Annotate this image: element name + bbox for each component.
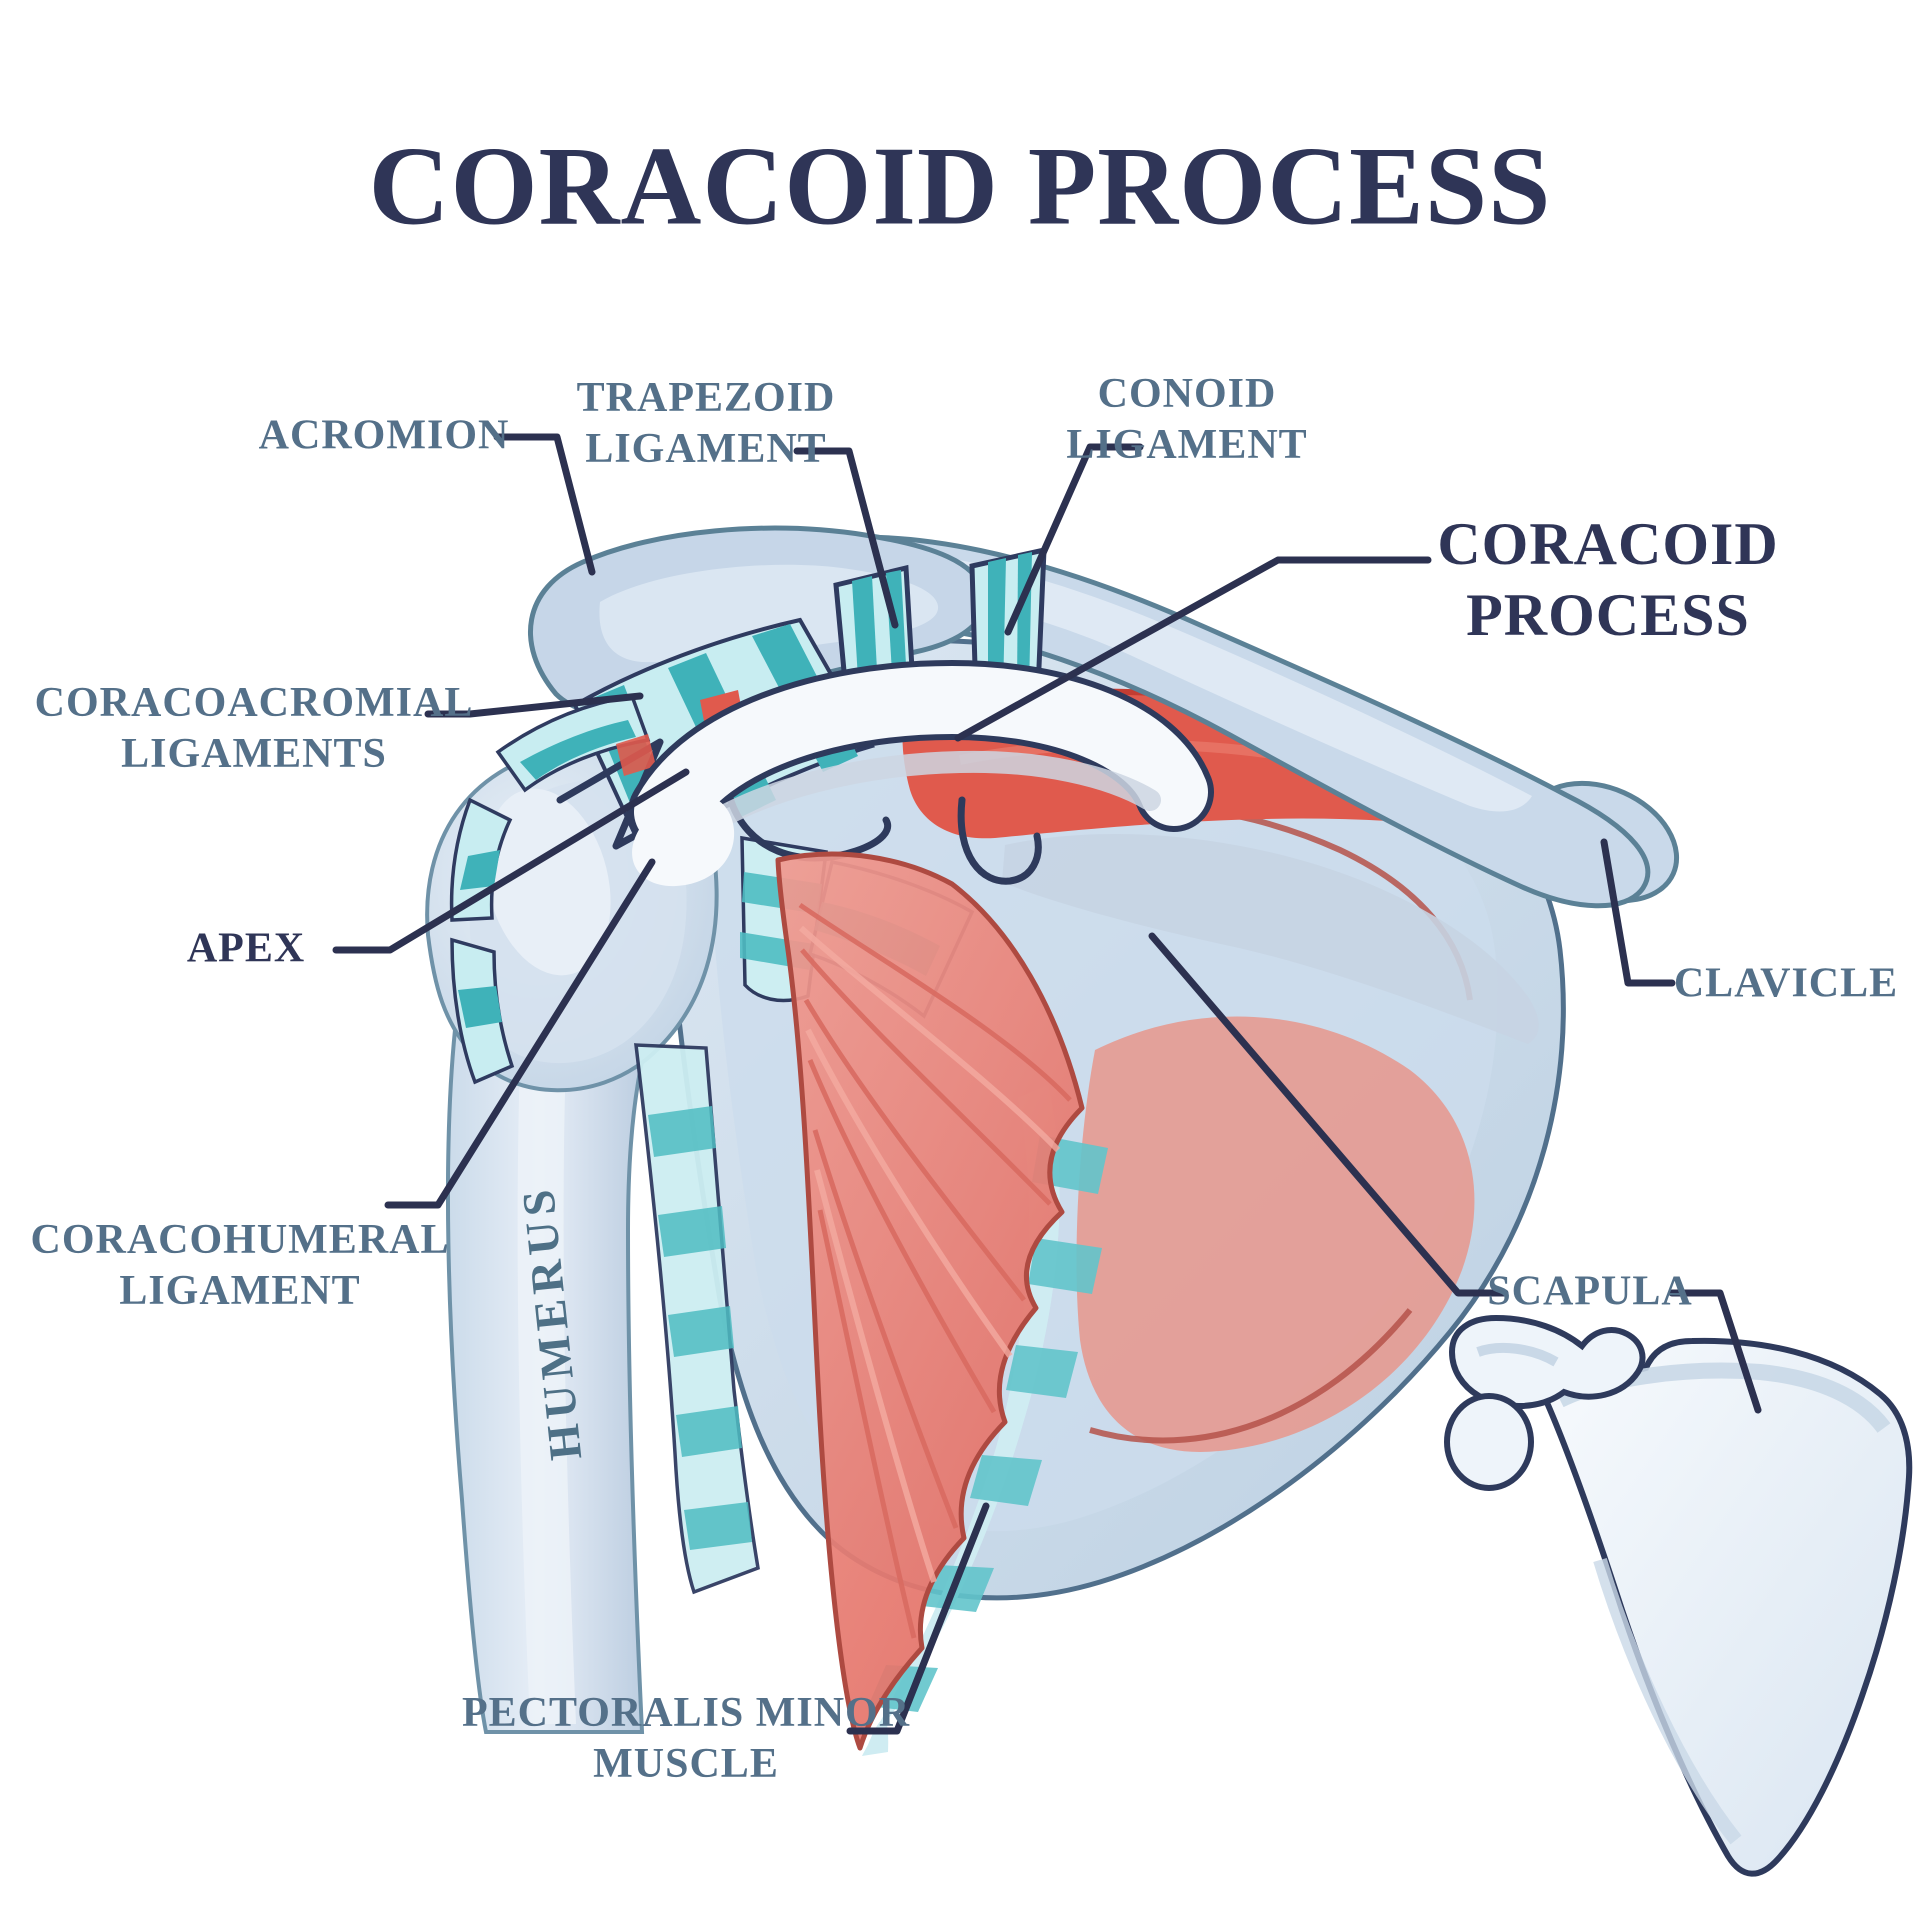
leader-clavicle <box>1600 838 1676 987</box>
pectoralis-minor-muscle-shape <box>775 851 1085 1751</box>
leader-coracoid-process <box>954 556 1432 742</box>
label-apex: APEX <box>186 925 306 972</box>
leader-lines <box>332 433 1762 1735</box>
label-pectoralis-minor-muscle: PECTORALIS MINOR MUSCLE <box>461 1689 911 1787</box>
leader-acromion <box>493 433 596 576</box>
leader-apex <box>332 768 690 954</box>
leader-coracoacromial-ligaments <box>424 692 644 718</box>
scapula-inset <box>1444 1314 1913 1877</box>
shaft-tendon-band <box>634 1043 760 1595</box>
leader-trapezoid-ligament <box>793 447 899 629</box>
label-coracohumeral-ligament: CORACOHUMERAL LIGAMENT <box>30 1216 450 1314</box>
label-trapezoid-ligament: TRAPEZOID LIGAMENT <box>576 374 836 472</box>
label-scapula: SCAPULA <box>1487 1268 1693 1315</box>
leader-scapula-inset <box>1668 1289 1762 1414</box>
label-coracoacromial-ligaments: CORACOACROMIAL LIGAMENTS <box>34 679 474 777</box>
coracoid-process-shape <box>628 659 1214 887</box>
leader-coracohumeral-ligament <box>384 858 656 1209</box>
label-acromion: ACROMION <box>258 412 510 459</box>
label-conoid-ligament: CONOID LIGAMENT <box>1066 370 1308 468</box>
leader-scapula-main <box>1148 932 1509 1297</box>
label-coracoid-process: CORACOID PROCESS <box>1437 511 1779 648</box>
leader-conoid-ligament <box>1004 443 1144 636</box>
page-title: CORACOID PROCESS <box>368 124 1552 249</box>
label-clavicle: CLAVICLE <box>1673 960 1899 1007</box>
leader-pectoralis-minor <box>846 1502 990 1735</box>
